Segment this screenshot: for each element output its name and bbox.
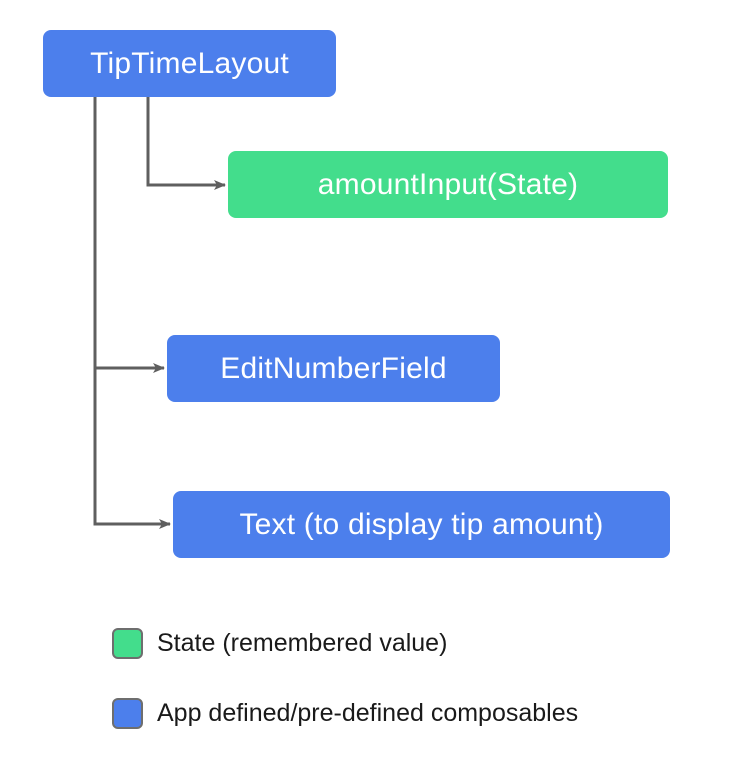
node-editnumberfield-label: EditNumberField	[220, 351, 447, 385]
legend-swatch-state-icon	[112, 628, 143, 659]
node-text-display-tip-amount[interactable]: Text (to display tip amount)	[173, 491, 670, 558]
legend-label-composables: App defined/pre-defined composables	[157, 699, 579, 727]
legend-label-state: State (remembered value)	[157, 629, 448, 657]
node-tiptimelayout-label: TipTimeLayout	[90, 46, 289, 80]
node-editnumberfield[interactable]: EditNumberField	[167, 335, 500, 402]
legend-item-composables: App defined/pre-defined composables	[112, 698, 578, 729]
legend-swatch-composables-icon	[112, 698, 143, 729]
edge-root-to-editnumberfield	[93, 97, 165, 373]
node-text-display-tip-amount-label: Text (to display tip amount)	[239, 507, 604, 541]
node-tiptimelayout[interactable]: TipTimeLayout	[43, 30, 336, 97]
node-amountinput-state-label: amountInput(State)	[317, 167, 579, 201]
legend-item-state: State (remembered value)	[112, 628, 447, 659]
node-amountinput-state[interactable]: amountInput(State)	[228, 151, 668, 218]
edge-root-to-text	[93, 97, 171, 529]
edge-root-to-state	[146, 97, 226, 190]
